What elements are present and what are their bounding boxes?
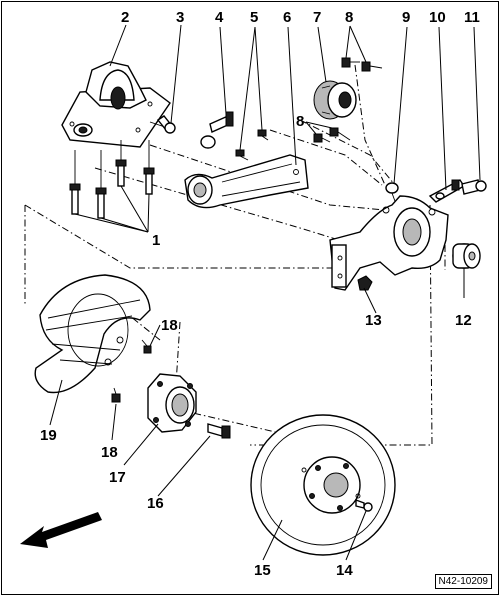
- callout-1: 1: [152, 232, 161, 249]
- callout-13: 13: [365, 312, 382, 329]
- callout-10: 10: [429, 9, 446, 26]
- callout-17: 17: [109, 469, 126, 486]
- callout-5: 5: [250, 9, 259, 26]
- callout-2: 2: [121, 9, 130, 26]
- callout-14: 14: [336, 562, 353, 579]
- callout-8-upper: 8: [345, 9, 354, 26]
- rubber-bushing: [313, 80, 357, 120]
- bushing-bolts-lower: [313, 127, 351, 143]
- callout-12: 12: [455, 312, 472, 329]
- splash-shield: [34, 274, 151, 394]
- callout-4: 4: [215, 9, 224, 26]
- callout-16: 16: [147, 495, 164, 512]
- callout-11: 11: [464, 9, 480, 26]
- leader-lines: [49, 24, 481, 561]
- link-bolt: [200, 111, 234, 149]
- shield-bolts: [111, 339, 152, 403]
- subframe-mount-bracket: [61, 61, 171, 148]
- assembly-lines: [24, 64, 446, 506]
- mount-bolts: [69, 140, 155, 219]
- wheel-bearing-housing: [329, 195, 449, 291]
- callout-3: 3: [176, 9, 185, 26]
- lower-control-arm: [184, 154, 309, 209]
- figure-id: N42-10209: [434, 574, 492, 589]
- arrow-left-down-icon: [20, 512, 102, 548]
- callout-8-lower: 8: [296, 113, 305, 130]
- disc-screw: [355, 498, 373, 512]
- brake-disc: [250, 414, 396, 556]
- bushing-bolts-upper: [341, 57, 383, 72]
- toe-link-hardware: [385, 179, 487, 205]
- callout-18-upper: 18: [161, 317, 178, 334]
- callout-19: 19: [40, 427, 57, 444]
- callout-6: 6: [283, 9, 292, 26]
- callout-9: 9: [402, 9, 411, 26]
- wheel-hub: [147, 373, 197, 433]
- callout-18-lower: 18: [101, 444, 118, 461]
- bracket-bolt: [149, 115, 176, 134]
- hub-bolt: [207, 423, 231, 439]
- knuckle-nut: [357, 275, 373, 291]
- knuckle-bushing: [452, 243, 481, 269]
- callout-15: 15: [254, 562, 271, 579]
- callout-7: 7: [313, 9, 322, 26]
